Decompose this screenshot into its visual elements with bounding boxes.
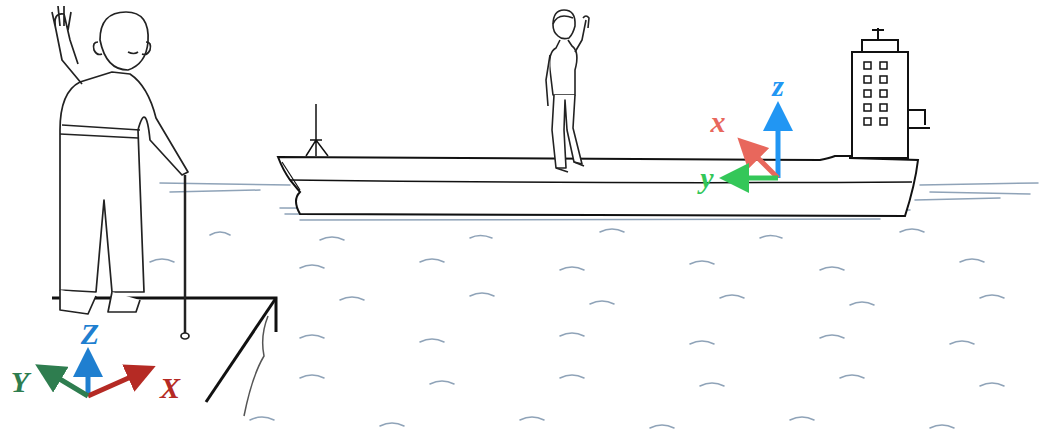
world-frame: [48, 362, 142, 396]
woman: [546, 10, 589, 172]
axis-label: y: [700, 163, 713, 193]
water: [150, 183, 1038, 428]
man: [52, 6, 189, 339]
ship-frame: [734, 116, 778, 178]
axis-label: Y: [11, 367, 29, 397]
ship: [278, 28, 930, 216]
axis-label: z: [772, 71, 784, 101]
axis-label: X: [160, 373, 180, 403]
axis-label: x: [711, 107, 726, 137]
pier: [52, 298, 276, 416]
axis-label: Z: [81, 319, 99, 349]
